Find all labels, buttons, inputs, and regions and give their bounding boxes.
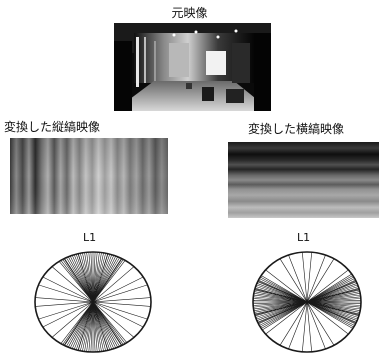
- wheel-left-line: [77, 253, 109, 351]
- l1-left-label: L1: [83, 231, 97, 244]
- studio-photo: [114, 23, 271, 111]
- vertical-stripes: [10, 138, 168, 214]
- wheel-right-line: [254, 288, 360, 316]
- horizontal-stripes: [228, 142, 379, 218]
- direction-wheel-right-svg: [252, 251, 362, 353]
- horizontal-stripe-image: [228, 142, 379, 218]
- horizontal-stripe-label: 変換した横縞映像: [248, 122, 345, 136]
- l1-right-label: L1: [297, 231, 311, 244]
- original-video-label: 元映像: [171, 6, 208, 20]
- direction-wheel-right: [250, 247, 366, 355]
- vertical-stripe-label: 変換した縦縞映像: [4, 120, 101, 134]
- direction-wheel-left: [32, 247, 156, 355]
- original-video-image: [114, 23, 271, 111]
- direction-wheel-left-svg: [34, 251, 152, 353]
- vertical-stripe-image: [10, 138, 168, 214]
